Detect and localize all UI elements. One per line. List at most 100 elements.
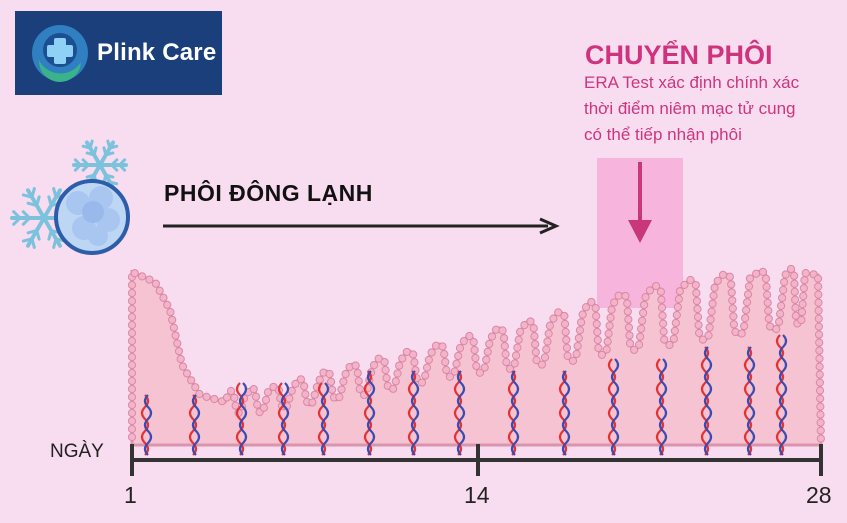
tissue-cell bbox=[693, 304, 702, 314]
tissue-cell bbox=[692, 296, 702, 306]
transfer-desc-line: thời điểm niêm mạc tử cung bbox=[584, 99, 796, 118]
blood-vessel bbox=[658, 358, 668, 456]
tissue-cell bbox=[797, 308, 807, 317]
tissue-cell bbox=[173, 339, 182, 348]
tissue-cell bbox=[816, 434, 825, 443]
tissue-cell bbox=[725, 272, 734, 281]
tissue-cell bbox=[801, 269, 810, 278]
tissue-cell bbox=[505, 364, 515, 373]
tissue-cell bbox=[575, 326, 585, 335]
tissue-cell bbox=[127, 416, 137, 426]
tissue-cell bbox=[452, 359, 461, 368]
tissue-cell bbox=[210, 394, 219, 404]
tissue-cell bbox=[417, 378, 427, 387]
tissue-cell bbox=[624, 323, 634, 332]
tissue-cell bbox=[543, 337, 552, 346]
tissue-cell bbox=[814, 330, 824, 339]
tissue-cell bbox=[337, 385, 346, 394]
tissue-cell bbox=[487, 332, 497, 341]
tissue-cell bbox=[465, 331, 474, 341]
tissue-cell bbox=[669, 334, 678, 343]
tissue-cell bbox=[562, 343, 572, 353]
tissue-cell bbox=[226, 386, 236, 396]
transfer-desc-line: có thể tiếp nhận phôi bbox=[584, 125, 742, 144]
tissue-cell bbox=[315, 375, 324, 384]
tissue-cell bbox=[743, 290, 753, 299]
blood-vessel bbox=[235, 382, 245, 456]
tissue-cell bbox=[127, 296, 137, 306]
tissue-cell bbox=[776, 309, 785, 318]
tissue-cell bbox=[471, 353, 480, 363]
tissue-cell bbox=[763, 298, 772, 307]
tissue-cell bbox=[532, 356, 541, 365]
tissue-cell bbox=[742, 298, 752, 307]
tissue-cell bbox=[758, 267, 768, 276]
tissue-cell bbox=[145, 275, 154, 284]
blood-vessel bbox=[366, 370, 376, 456]
tissue-cell bbox=[450, 367, 459, 376]
tissue-cell bbox=[815, 354, 824, 363]
tissue-cell bbox=[554, 308, 563, 317]
tissue-cell bbox=[515, 327, 525, 336]
tissue-cell bbox=[127, 304, 137, 314]
tissue-cell bbox=[815, 338, 824, 347]
tissue-cell bbox=[182, 369, 192, 378]
tissue-cell bbox=[259, 403, 269, 412]
tissue-cell bbox=[155, 286, 164, 295]
tissue-cell bbox=[705, 323, 714, 332]
tissue-cell bbox=[501, 350, 510, 359]
tissue-cell bbox=[127, 280, 137, 290]
blood-vessel bbox=[700, 346, 710, 456]
tissue-cell bbox=[455, 344, 465, 353]
tissue-cell bbox=[441, 357, 450, 367]
tissue-cell bbox=[625, 331, 634, 340]
tissue-cell bbox=[637, 324, 646, 333]
tissue-cell bbox=[814, 298, 823, 307]
tissue-cell bbox=[623, 299, 632, 308]
tissue-cell bbox=[659, 319, 668, 328]
tissue-cell bbox=[741, 306, 751, 315]
tissue-cell bbox=[814, 282, 823, 291]
tissue-cell bbox=[485, 339, 494, 349]
tissue-cell bbox=[540, 353, 550, 362]
blood-vessel bbox=[610, 358, 620, 456]
day-tick-label: 14 bbox=[464, 482, 490, 508]
tissue-cell bbox=[483, 347, 492, 356]
tissue-cell bbox=[591, 303, 600, 313]
tissue-cell bbox=[772, 324, 781, 334]
tissue-cell bbox=[230, 393, 239, 402]
tissue-cell bbox=[438, 342, 447, 351]
tissue-cell bbox=[127, 288, 137, 298]
tissue-cell bbox=[369, 361, 379, 370]
blood-vessels bbox=[140, 334, 788, 456]
tissue-cell bbox=[174, 347, 184, 356]
tissue-cell bbox=[745, 274, 755, 283]
tissue-cell bbox=[728, 296, 737, 305]
tissue-cell bbox=[630, 345, 639, 354]
tissue-cell bbox=[166, 308, 175, 317]
blood-vessel bbox=[453, 370, 463, 456]
embryo-icon bbox=[54, 179, 130, 255]
tissue-cell bbox=[398, 354, 407, 363]
tissue-cell bbox=[665, 340, 674, 350]
tissue-cell bbox=[127, 392, 137, 402]
blood-vessel bbox=[507, 370, 517, 456]
tissue-cell bbox=[686, 275, 695, 285]
tissue-cell bbox=[671, 318, 680, 328]
tissue-cell bbox=[263, 388, 273, 397]
tissue-cell bbox=[513, 343, 522, 352]
tissue-cell bbox=[222, 393, 232, 402]
tissue-cell bbox=[440, 349, 449, 359]
tissue-cell bbox=[778, 293, 787, 303]
tissue-cell bbox=[163, 300, 172, 309]
tissue-cell bbox=[636, 332, 645, 341]
tissue-cell bbox=[127, 360, 137, 370]
tissue-cell bbox=[395, 361, 404, 370]
tissue-cell bbox=[568, 356, 578, 365]
tissue-cell bbox=[658, 311, 667, 320]
tissue-cell bbox=[692, 288, 701, 298]
tissue-cell bbox=[607, 305, 616, 314]
tissue-cell bbox=[816, 394, 825, 403]
tissue-cell bbox=[171, 331, 180, 340]
